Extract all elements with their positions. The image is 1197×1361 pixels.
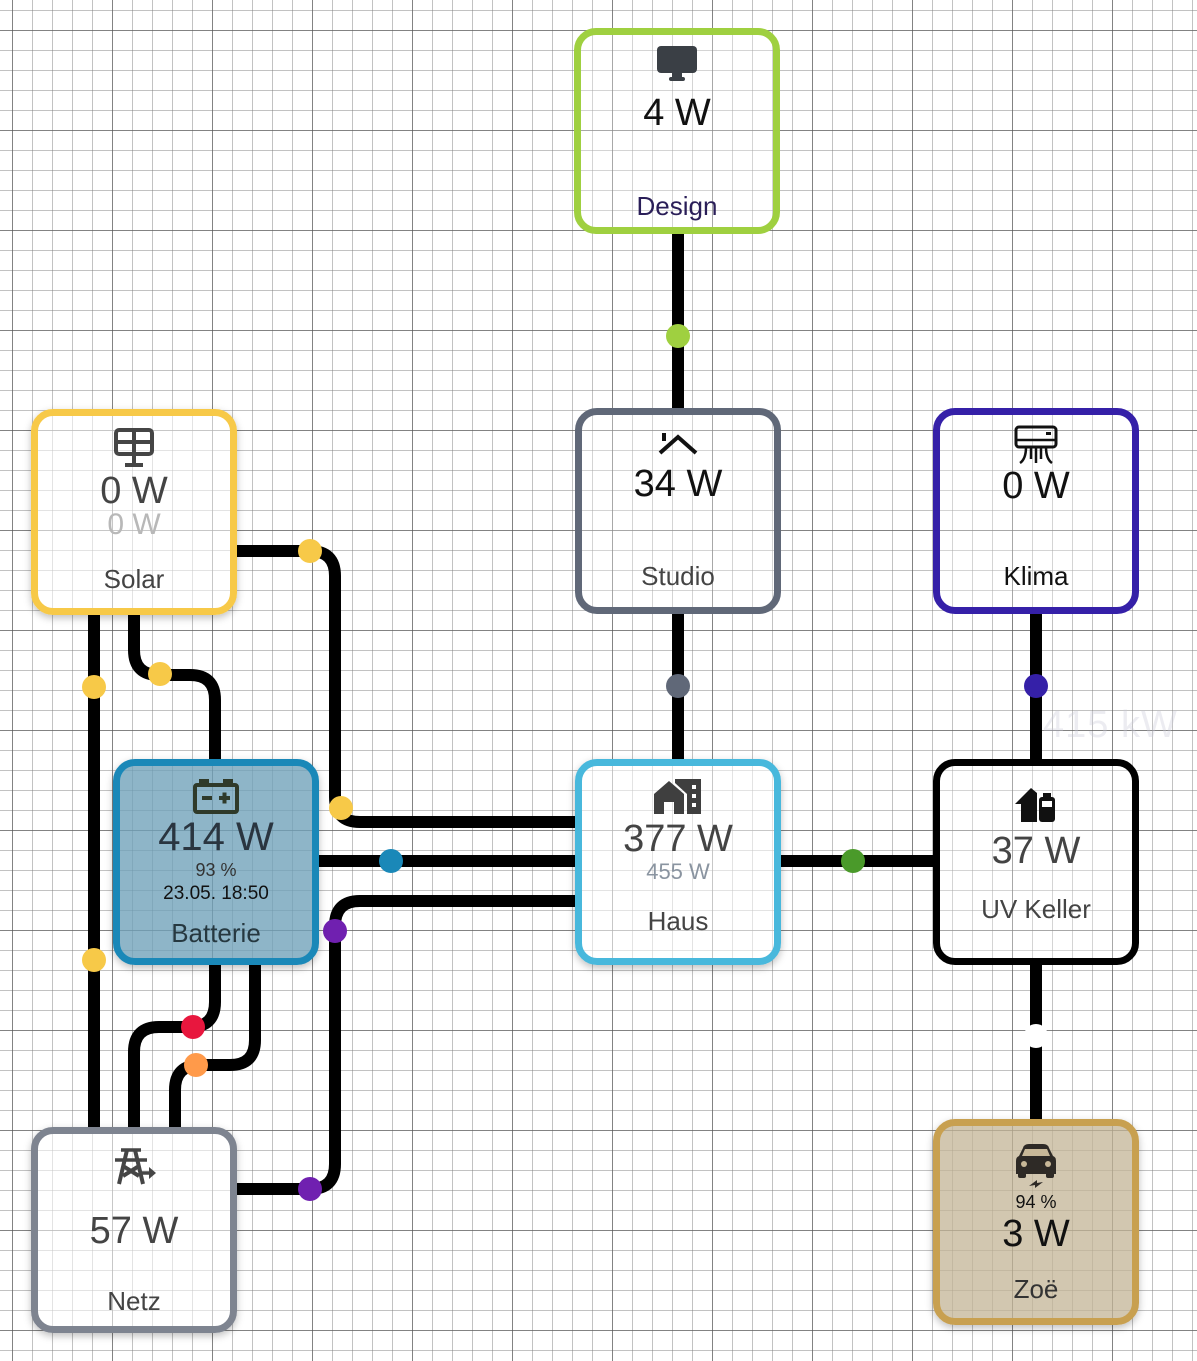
air-conditioner-icon [1014, 425, 1058, 465]
flow-dot-solar-netz [82, 948, 106, 972]
flow-dot-uvkeller-klima [1024, 674, 1048, 698]
node-klima[interactable]: 0 W Klima [933, 408, 1139, 614]
uvkeller-power: 37 W [991, 830, 1081, 872]
design-power: 4 W [643, 92, 711, 134]
studio-label: Studio [641, 561, 715, 591]
flow-dot-solar-haus [329, 796, 353, 820]
flow-dot-batterie-netz [184, 1053, 208, 1077]
flow-dot-solar-netz [82, 675, 106, 699]
flow-dot-solar-haus [298, 539, 322, 563]
home-battery-icon [1015, 784, 1057, 824]
node-batterie[interactable]: 414 W 93 % 23.05. 18:50 Batterie [113, 759, 319, 965]
zoe-state-of-charge: 94 % [1015, 1192, 1057, 1212]
haus-secondary-power: 455 W [646, 859, 710, 884]
car-battery-icon [193, 776, 239, 816]
flow-dot-batterie-haus [379, 849, 403, 873]
netz-label: Netz [107, 1286, 161, 1316]
flow-dot-netz-haus [298, 1177, 322, 1201]
node-netz[interactable]: 57 W Netz [31, 1127, 237, 1333]
zoe-label: Zoë [1013, 1274, 1059, 1304]
uvkeller-label: UV Keller [981, 894, 1091, 924]
flow-dot-haus-studio [666, 674, 690, 698]
solar-label: Solar [103, 564, 165, 594]
klima-label: Klima [1003, 561, 1069, 591]
batterie-power: 414 W [158, 815, 274, 859]
total-power-watermark: 415 kW [1043, 704, 1178, 746]
node-uvkeller[interactable]: 37 W UV Keller [933, 759, 1139, 965]
solar-power: 0 W [100, 470, 168, 512]
node-solar[interactable]: 0 W 0 W Solar [31, 409, 237, 615]
batterie-state-of-charge: 93 % [195, 860, 237, 880]
flow-dot-solar-batterie [148, 662, 172, 686]
transmission-tower-export-icon [111, 1146, 157, 1186]
zoe-power: 3 W [1002, 1213, 1070, 1255]
batterie-label: Batterie [171, 918, 261, 948]
netz-power: 57 W [89, 1210, 179, 1252]
haus-power: 377 W [623, 818, 733, 860]
flow-dot-netz-haus [323, 919, 347, 943]
monitor-icon [656, 44, 698, 84]
node-studio[interactable]: 34 W Studio [575, 408, 781, 614]
design-label: Design [636, 191, 718, 221]
solar-secondary-power: 0 W [107, 508, 161, 541]
batterie-timestamp: 23.05. 18:50 [163, 883, 269, 904]
solar-panel-icon [113, 428, 155, 468]
haus-label: Haus [647, 906, 709, 936]
klima-power: 0 W [1002, 465, 1070, 507]
flow-dot-haus-uvkeller [841, 849, 865, 873]
car-electric-icon [1015, 1144, 1057, 1190]
flow-dot-uvkeller-zoe [1024, 1024, 1048, 1048]
node-zoe[interactable]: 94 % 3 W Zoë [933, 1119, 1139, 1325]
flow-line-solar-batterie [128, 611, 221, 761]
flow-dot-studio-design [666, 324, 690, 348]
flow-dot-netz-batterie [181, 1015, 205, 1039]
home-roof-icon [658, 429, 698, 459]
flow-line-batterie-netz [169, 961, 261, 1129]
home-city-icon [653, 776, 703, 816]
studio-power: 34 W [633, 463, 723, 505]
node-design[interactable]: 4 W Design [574, 28, 780, 234]
node-haus[interactable]: 377 W 455 W Haus [575, 759, 781, 965]
flow-line-netz-batterie [128, 961, 221, 1129]
